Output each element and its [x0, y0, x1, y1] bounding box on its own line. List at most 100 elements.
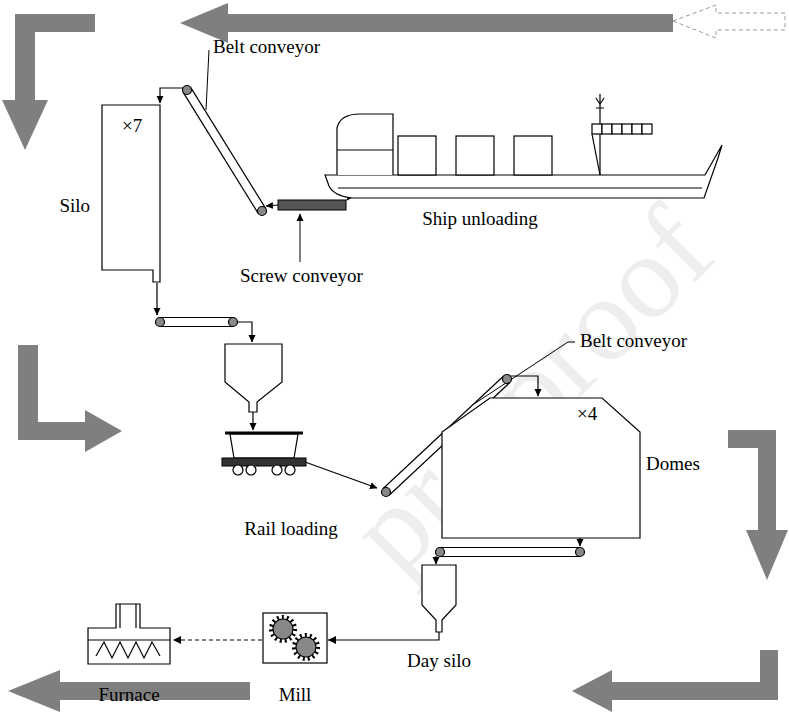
drawing-path [102, 105, 160, 282]
drawing-path [156, 283, 157, 315]
drawing-circle [382, 488, 391, 497]
leader-arrow [300, 214, 301, 262]
drawing-path [579, 538, 580, 546]
drawing-rect [263, 613, 327, 663]
drawing-rect [612, 682, 778, 700]
drawing-path [596, 98, 604, 108]
drawing-path [337, 114, 393, 175]
part-name: Screw conveyor [240, 265, 363, 287]
flow-connector [173, 636, 262, 644]
leader-line [474, 342, 575, 404]
drawing-line [592, 134, 600, 175]
drawing-circle [233, 465, 243, 475]
part-name: Belt conveyor [213, 36, 320, 58]
drawing-line [225, 432, 303, 435]
day-silo-shape [420, 562, 458, 632]
drawing-circle [503, 375, 512, 384]
node-label: Rail loading [244, 518, 337, 540]
drawing-circle [296, 637, 316, 657]
drawing-path [442, 398, 640, 538]
silo-node: ×7Silo [100, 103, 162, 285]
drawing-polygon [8, 670, 60, 712]
drawing-circle [576, 548, 585, 557]
count-label: ×4 [577, 403, 597, 425]
drawing-path [88, 604, 170, 664]
flow-connector [328, 632, 439, 644]
feed-arrow [252, 412, 253, 430]
node-label: Mill [279, 684, 312, 706]
drawing-line [337, 149, 393, 150]
node-label: Day silo [407, 650, 471, 672]
drawing-path [160, 88, 183, 103]
node-label: Silo [59, 195, 90, 217]
drawing-rect [222, 458, 306, 466]
drawing-circle [258, 207, 267, 216]
drawing-polygon [746, 530, 788, 580]
drawing-rect [622, 124, 632, 134]
drawing-polygon [2, 100, 48, 150]
drawing-line [440, 556, 580, 557]
silo-conveyor [156, 283, 253, 342]
drawing-line [338, 187, 702, 188]
drawing-polygon [85, 410, 122, 452]
drawing-rect [632, 124, 642, 134]
drawing-path [230, 434, 298, 458]
drawing-circle [156, 318, 165, 327]
arrowhead [328, 636, 336, 644]
drawing-circle [436, 548, 445, 557]
node-label: Ship unloading [422, 208, 538, 230]
drawing-line [440, 547, 580, 548]
drawing-path [238, 322, 252, 342]
drawing-circle [229, 318, 238, 327]
drawing-rect [15, 14, 35, 102]
drawing-circle [273, 619, 293, 639]
drawing-path [511, 376, 538, 396]
node-label: Furnace [98, 684, 159, 706]
drawing-rect [758, 430, 776, 532]
dome-conveyor [436, 538, 585, 564]
loading-hopper [225, 344, 282, 412]
screw-conveyor [278, 200, 346, 210]
furnace-shape [85, 600, 173, 666]
drawing-line [119, 604, 120, 628]
part-name: Belt conveyor [580, 330, 687, 352]
drawing-circle [271, 617, 295, 641]
drawing-rect [602, 124, 612, 134]
drawing-circle [183, 86, 192, 95]
day-silo-node: Day silo [420, 562, 458, 632]
drawing-polygon [572, 670, 612, 712]
furnace-node: Furnace [85, 600, 173, 666]
connector-line [173, 639, 262, 640]
dome-node: ×4Domes [440, 395, 642, 538]
ship-shape [320, 90, 730, 205]
mill-shape [262, 612, 328, 664]
rail-car-shape [220, 428, 308, 478]
drawing-circle [294, 635, 318, 659]
mill-node: Mill [262, 612, 328, 664]
drawing-rect [642, 124, 652, 134]
drawing-path [435, 556, 436, 564]
arrowhead [173, 636, 181, 644]
flow-arrows [2, 3, 788, 712]
drawing-rect [592, 124, 602, 134]
connector-line [328, 632, 439, 640]
drawing-circle [246, 465, 256, 475]
drawing-line [160, 326, 233, 327]
drawing-path [305, 462, 377, 488]
drawing-line [160, 317, 233, 318]
feed-arrow [266, 205, 278, 206]
leader-line [206, 50, 209, 110]
drawing-line [191, 88, 266, 209]
drawing-line [135, 604, 136, 628]
drawing-line [183, 92, 258, 213]
dashed-arrow-outline [673, 5, 785, 38]
drawing-circle [272, 465, 282, 475]
drawing-rect [612, 124, 622, 134]
count-label: ×7 [122, 115, 142, 137]
drawing-path [422, 565, 456, 632]
node-label: Domes [646, 453, 700, 475]
drawing-rect [514, 136, 552, 175]
drawing-circle [285, 465, 295, 475]
